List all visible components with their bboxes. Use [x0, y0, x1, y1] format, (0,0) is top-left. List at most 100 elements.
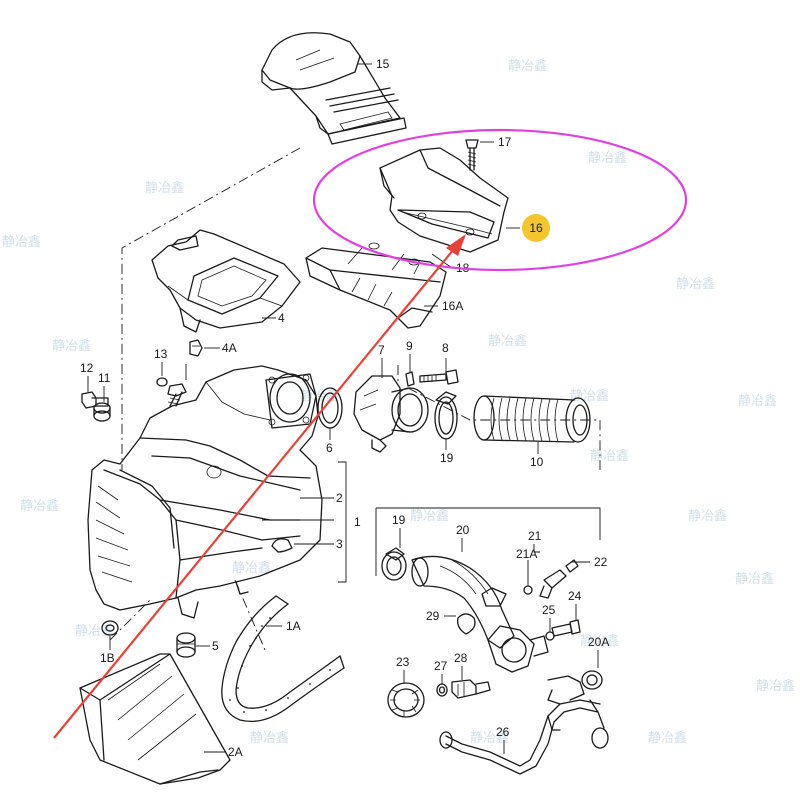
- centerline-1B: [109, 599, 151, 641]
- part-7-housing: [353, 375, 429, 453]
- part-10-hose: [473, 395, 591, 443]
- part-20-pipe: [411, 555, 549, 673]
- part-20a-clamp: [581, 670, 603, 690]
- watermark: 静冶鑫: [508, 58, 547, 74]
- watermark: 静冶鑫: [2, 234, 41, 250]
- part-15-intake-duct: [261, 32, 407, 145]
- part-29-clip: [457, 613, 476, 635]
- label-9: 9: [406, 339, 413, 353]
- watermark: 静冶鑫: [735, 571, 774, 587]
- part-5-mount: [176, 632, 196, 658]
- highlight-badge: [522, 214, 550, 242]
- label-12: 12: [80, 361, 94, 375]
- label-7: 7: [378, 343, 385, 357]
- label-20: 20: [456, 523, 470, 537]
- watermark: 静冶鑫: [488, 333, 527, 349]
- part-19-clamp-upper: [434, 391, 458, 440]
- label-1: 1: [354, 515, 361, 529]
- watermark: 静冶鑫: [250, 730, 289, 746]
- label-27: 27: [434, 659, 448, 673]
- watermark: 静冶鑫: [570, 388, 609, 404]
- centerline-1A: [234, 579, 266, 651]
- watermark: 静冶鑫: [676, 276, 715, 292]
- part-13-bolt: [156, 377, 187, 407]
- watermark: 静冶鑫: [688, 508, 727, 524]
- watermark: 静冶鑫: [756, 678, 795, 694]
- label-13: 13: [154, 347, 168, 361]
- air-box-housing: [87, 365, 323, 619]
- label-23: 23: [396, 655, 410, 669]
- part-11-grommet: [93, 402, 111, 422]
- label-8: 8: [442, 341, 449, 355]
- part-24-bolt: [551, 619, 581, 637]
- part-23-ring: [387, 682, 425, 718]
- label-29: 29: [426, 609, 440, 623]
- centerline-intake: [121, 147, 301, 470]
- label-19-lower: 19: [392, 513, 406, 527]
- label-4: 4: [278, 311, 285, 325]
- bracket-1: [338, 461, 347, 583]
- watermarks: 静冶鑫 静冶鑫 静冶鑫 静冶鑫 静冶鑫 静冶鑫 静冶鑫 静冶鑫 静冶鑫 静冶鑫 …: [2, 58, 795, 746]
- part-21-sensor: [539, 559, 579, 599]
- highlight-arrow: [53, 243, 459, 739]
- watermark: 静冶鑫: [232, 560, 271, 576]
- label-6: 6: [326, 441, 333, 455]
- watermark: 静冶鑫: [648, 730, 687, 746]
- watermark: 静冶鑫: [588, 150, 627, 166]
- part-28-sensor: [451, 679, 491, 699]
- label-26: 26: [496, 725, 510, 739]
- label-24: 24: [568, 589, 582, 603]
- part-21a-washer: [523, 585, 533, 595]
- part-12-screw: [81, 391, 109, 409]
- label-11: 11: [98, 371, 111, 385]
- part-17-screw: [465, 139, 479, 171]
- part-8-bolt: [419, 369, 459, 385]
- part-1a-hose: [221, 595, 345, 723]
- watermark: 静冶鑫: [52, 338, 91, 354]
- label-2: 2: [336, 491, 343, 505]
- part-27-oring: [436, 683, 448, 697]
- watermark: 静冶鑫: [738, 393, 777, 409]
- part-19-clamp-lower: [381, 547, 407, 581]
- part-4a-clip: [189, 339, 203, 357]
- part-9-washer: [405, 371, 415, 387]
- label-10: 10: [530, 455, 544, 469]
- part-3-clip: [271, 538, 293, 553]
- highlight-ellipse: [312, 128, 688, 272]
- label-16a: 16A: [442, 299, 463, 313]
- part-16-duct: [379, 147, 509, 253]
- part-2a-tray: [79, 653, 231, 785]
- centerline-10: [407, 387, 601, 470]
- label-5: 5: [212, 639, 219, 653]
- label-3: 3: [336, 537, 343, 551]
- part-labels: 15 17 16 18 16A 4 4A 13 12 11 9 8 7 6 19…: [80, 57, 609, 759]
- label-4a: 4A: [222, 341, 237, 355]
- label-2a: 2A: [228, 745, 243, 759]
- label-21: 21: [528, 529, 542, 543]
- bracket-lower-top: [376, 507, 601, 540]
- label-17: 17: [498, 135, 512, 149]
- watermark: 静冶鑫: [580, 633, 619, 649]
- watermark: 静冶鑫: [145, 180, 184, 196]
- part-26-hose: [439, 675, 609, 775]
- label-21a: 21A: [516, 547, 537, 561]
- hose-texture: [229, 617, 331, 713]
- part-1b-grommet: [101, 620, 119, 636]
- highlight-badge-label: 16: [529, 221, 543, 235]
- watermark: 静冶鑫: [20, 498, 59, 514]
- label-28: 28: [454, 651, 468, 665]
- leader-lines: [87, 63, 599, 754]
- watermark: 静冶鑫: [590, 448, 629, 464]
- part-4-cover: [151, 229, 301, 333]
- highlight-arrowhead: [446, 234, 466, 256]
- label-20a: 20A: [588, 635, 609, 649]
- label-1a: 1A: [286, 619, 301, 633]
- watermark: 静冶鑫: [75, 623, 114, 639]
- watermark: 静冶鑫: [410, 508, 449, 524]
- watermark: 静冶鑫: [470, 730, 509, 746]
- label-22: 22: [594, 555, 608, 569]
- label-19-upper: 19: [440, 451, 454, 465]
- label-15: 15: [376, 57, 390, 71]
